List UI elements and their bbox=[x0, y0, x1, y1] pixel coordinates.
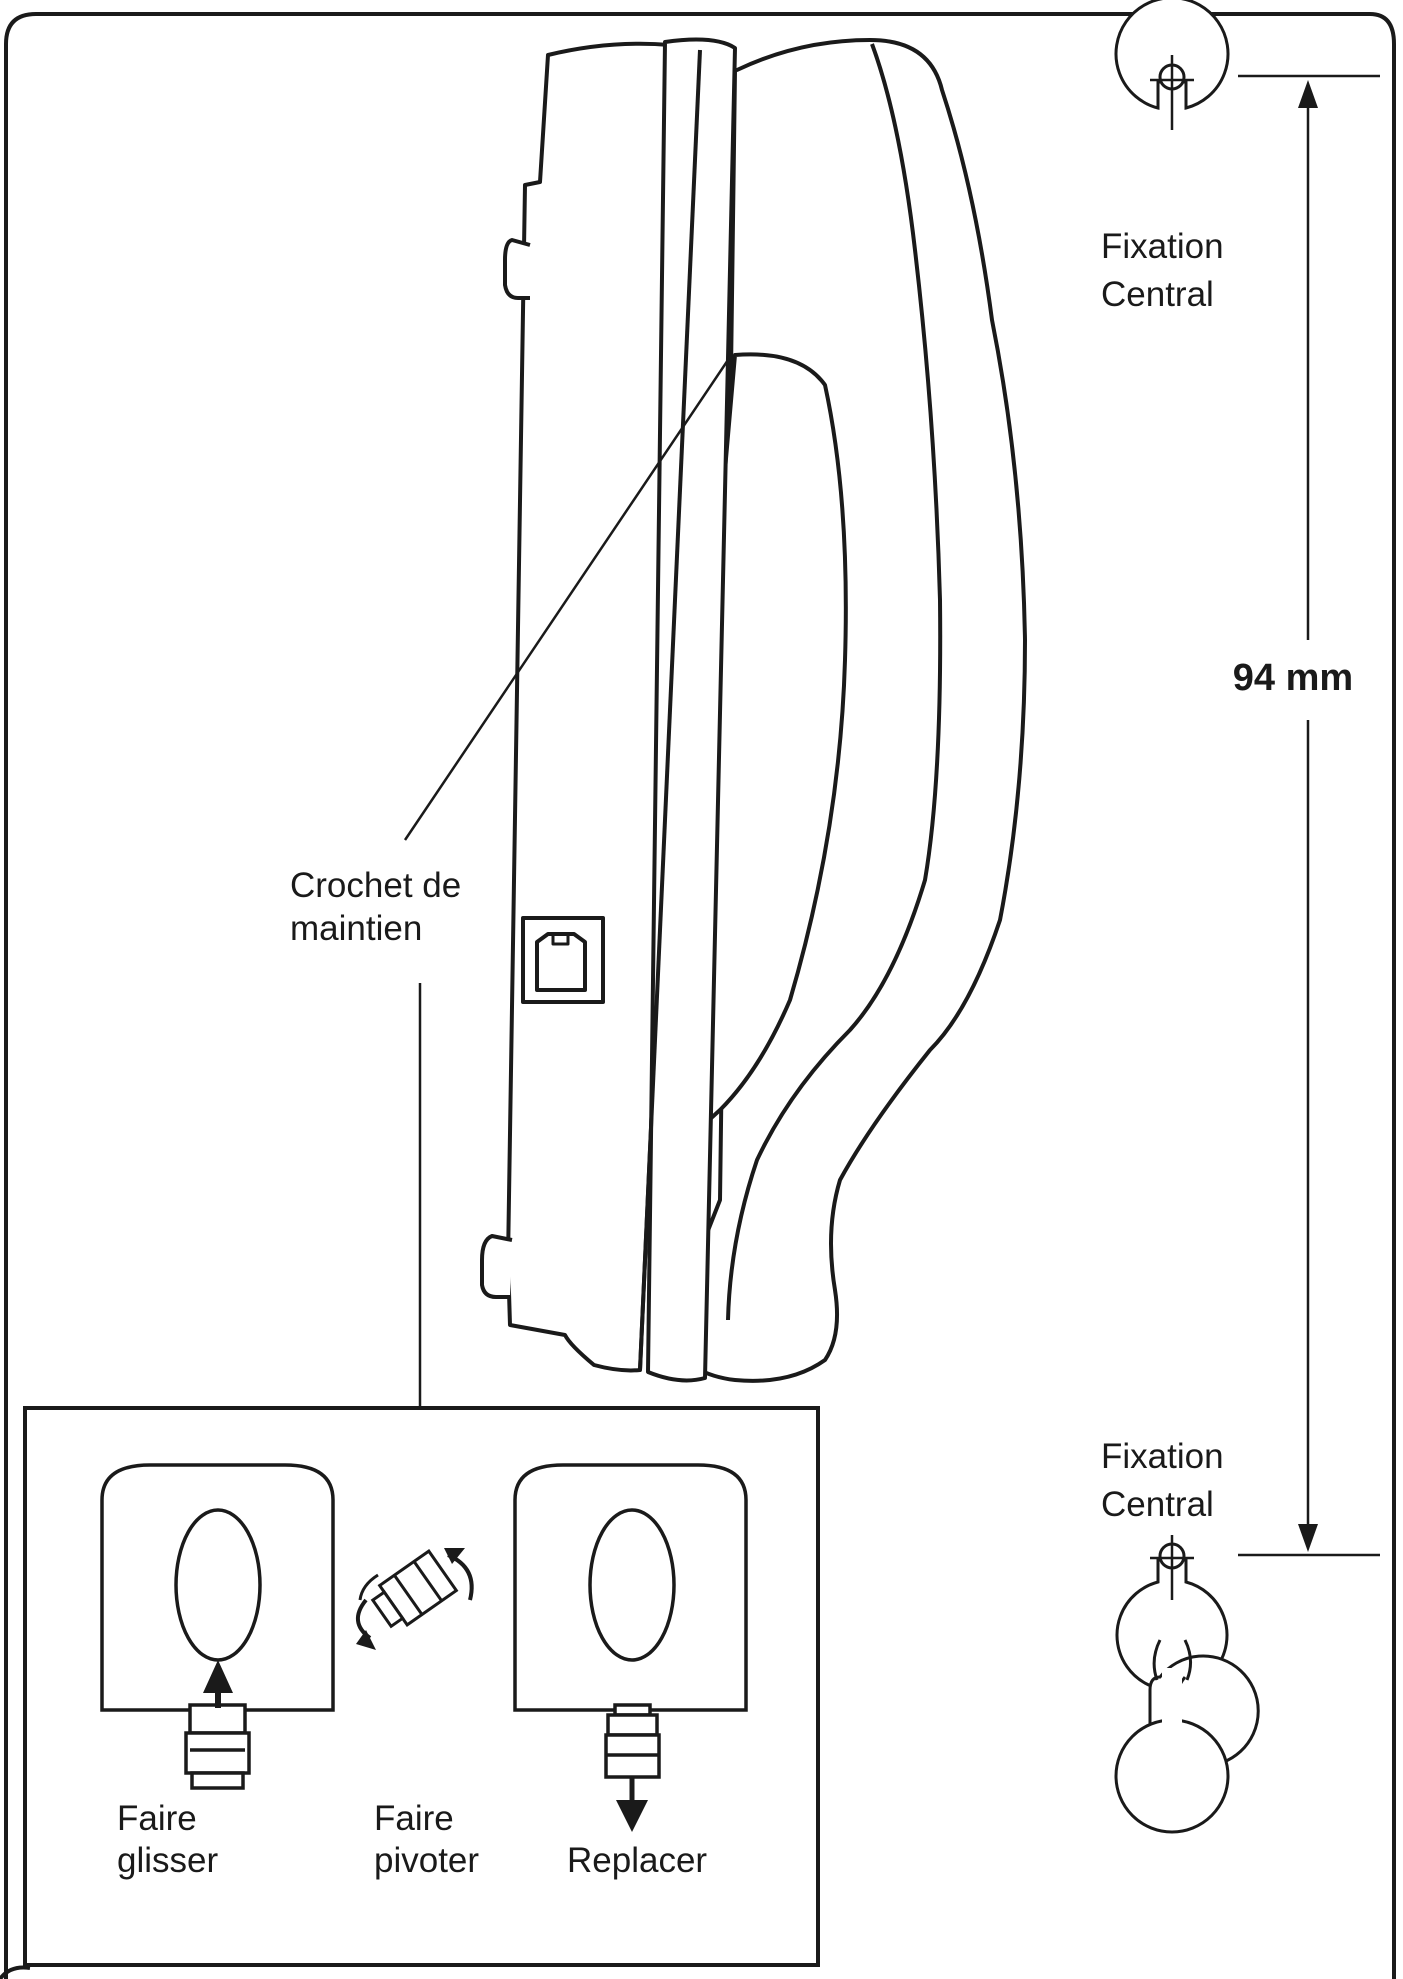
bottom-mount-label-line1: Fixation bbox=[1101, 1437, 1224, 1476]
arrow-down-icon bbox=[616, 1800, 648, 1832]
hook-step-replace bbox=[513, 1463, 748, 1832]
handset-inner-curve bbox=[726, 43, 943, 1321]
dimension-label: 94 mm bbox=[1233, 657, 1353, 699]
base-plate-edge bbox=[638, 49, 702, 1371]
arrow-up-icon bbox=[203, 1660, 233, 1693]
step1-label-line2: glisser bbox=[117, 1841, 218, 1880]
top-mount-label-line2: Central bbox=[1101, 275, 1214, 314]
bottom-keyhole bbox=[1114, 1535, 1260, 1834]
step1-label-line1: Faire bbox=[117, 1799, 197, 1838]
hook-slot-right bbox=[588, 1508, 676, 1662]
top-mount-label-line1: Fixation bbox=[1101, 227, 1224, 266]
corner-fragment bbox=[0, 1965, 31, 1979]
hook-tab-left bbox=[184, 1703, 251, 1790]
step2-label-line1: Faire bbox=[374, 1799, 454, 1838]
step3-label: Replacer bbox=[567, 1841, 707, 1880]
base-front-plate bbox=[646, 37, 737, 1383]
dimension-arrow-bottom bbox=[1298, 1524, 1318, 1552]
upper-tab bbox=[503, 238, 531, 300]
outer-frame bbox=[4, 12, 1396, 1979]
hook-step-slide bbox=[100, 1463, 335, 1790]
hook-leader-line bbox=[403, 359, 730, 841]
top-keyhole bbox=[1114, 0, 1230, 130]
dimension-line bbox=[1238, 74, 1380, 1557]
step2-label-line2: pivoter bbox=[374, 1841, 479, 1880]
hook-label-line2: maintien bbox=[290, 909, 422, 948]
lower-tab bbox=[480, 1234, 513, 1299]
hook-label-line1: Crochet de bbox=[290, 866, 461, 905]
bottom-mount-label-line2: Central bbox=[1101, 1485, 1214, 1524]
dimension-arrow-top bbox=[1298, 80, 1318, 108]
hook-tab-right bbox=[604, 1703, 661, 1779]
keyhole-waist-mask bbox=[1162, 1668, 1182, 1748]
rotate-icon bbox=[370, 1549, 459, 1629]
rotate-arrows-icon bbox=[356, 1548, 474, 1650]
rj11-jack-inner bbox=[535, 932, 587, 992]
phone-side-view bbox=[480, 37, 1027, 1383]
hook-slot-left bbox=[174, 1508, 262, 1662]
rj11-jack-contacts bbox=[551, 934, 570, 946]
